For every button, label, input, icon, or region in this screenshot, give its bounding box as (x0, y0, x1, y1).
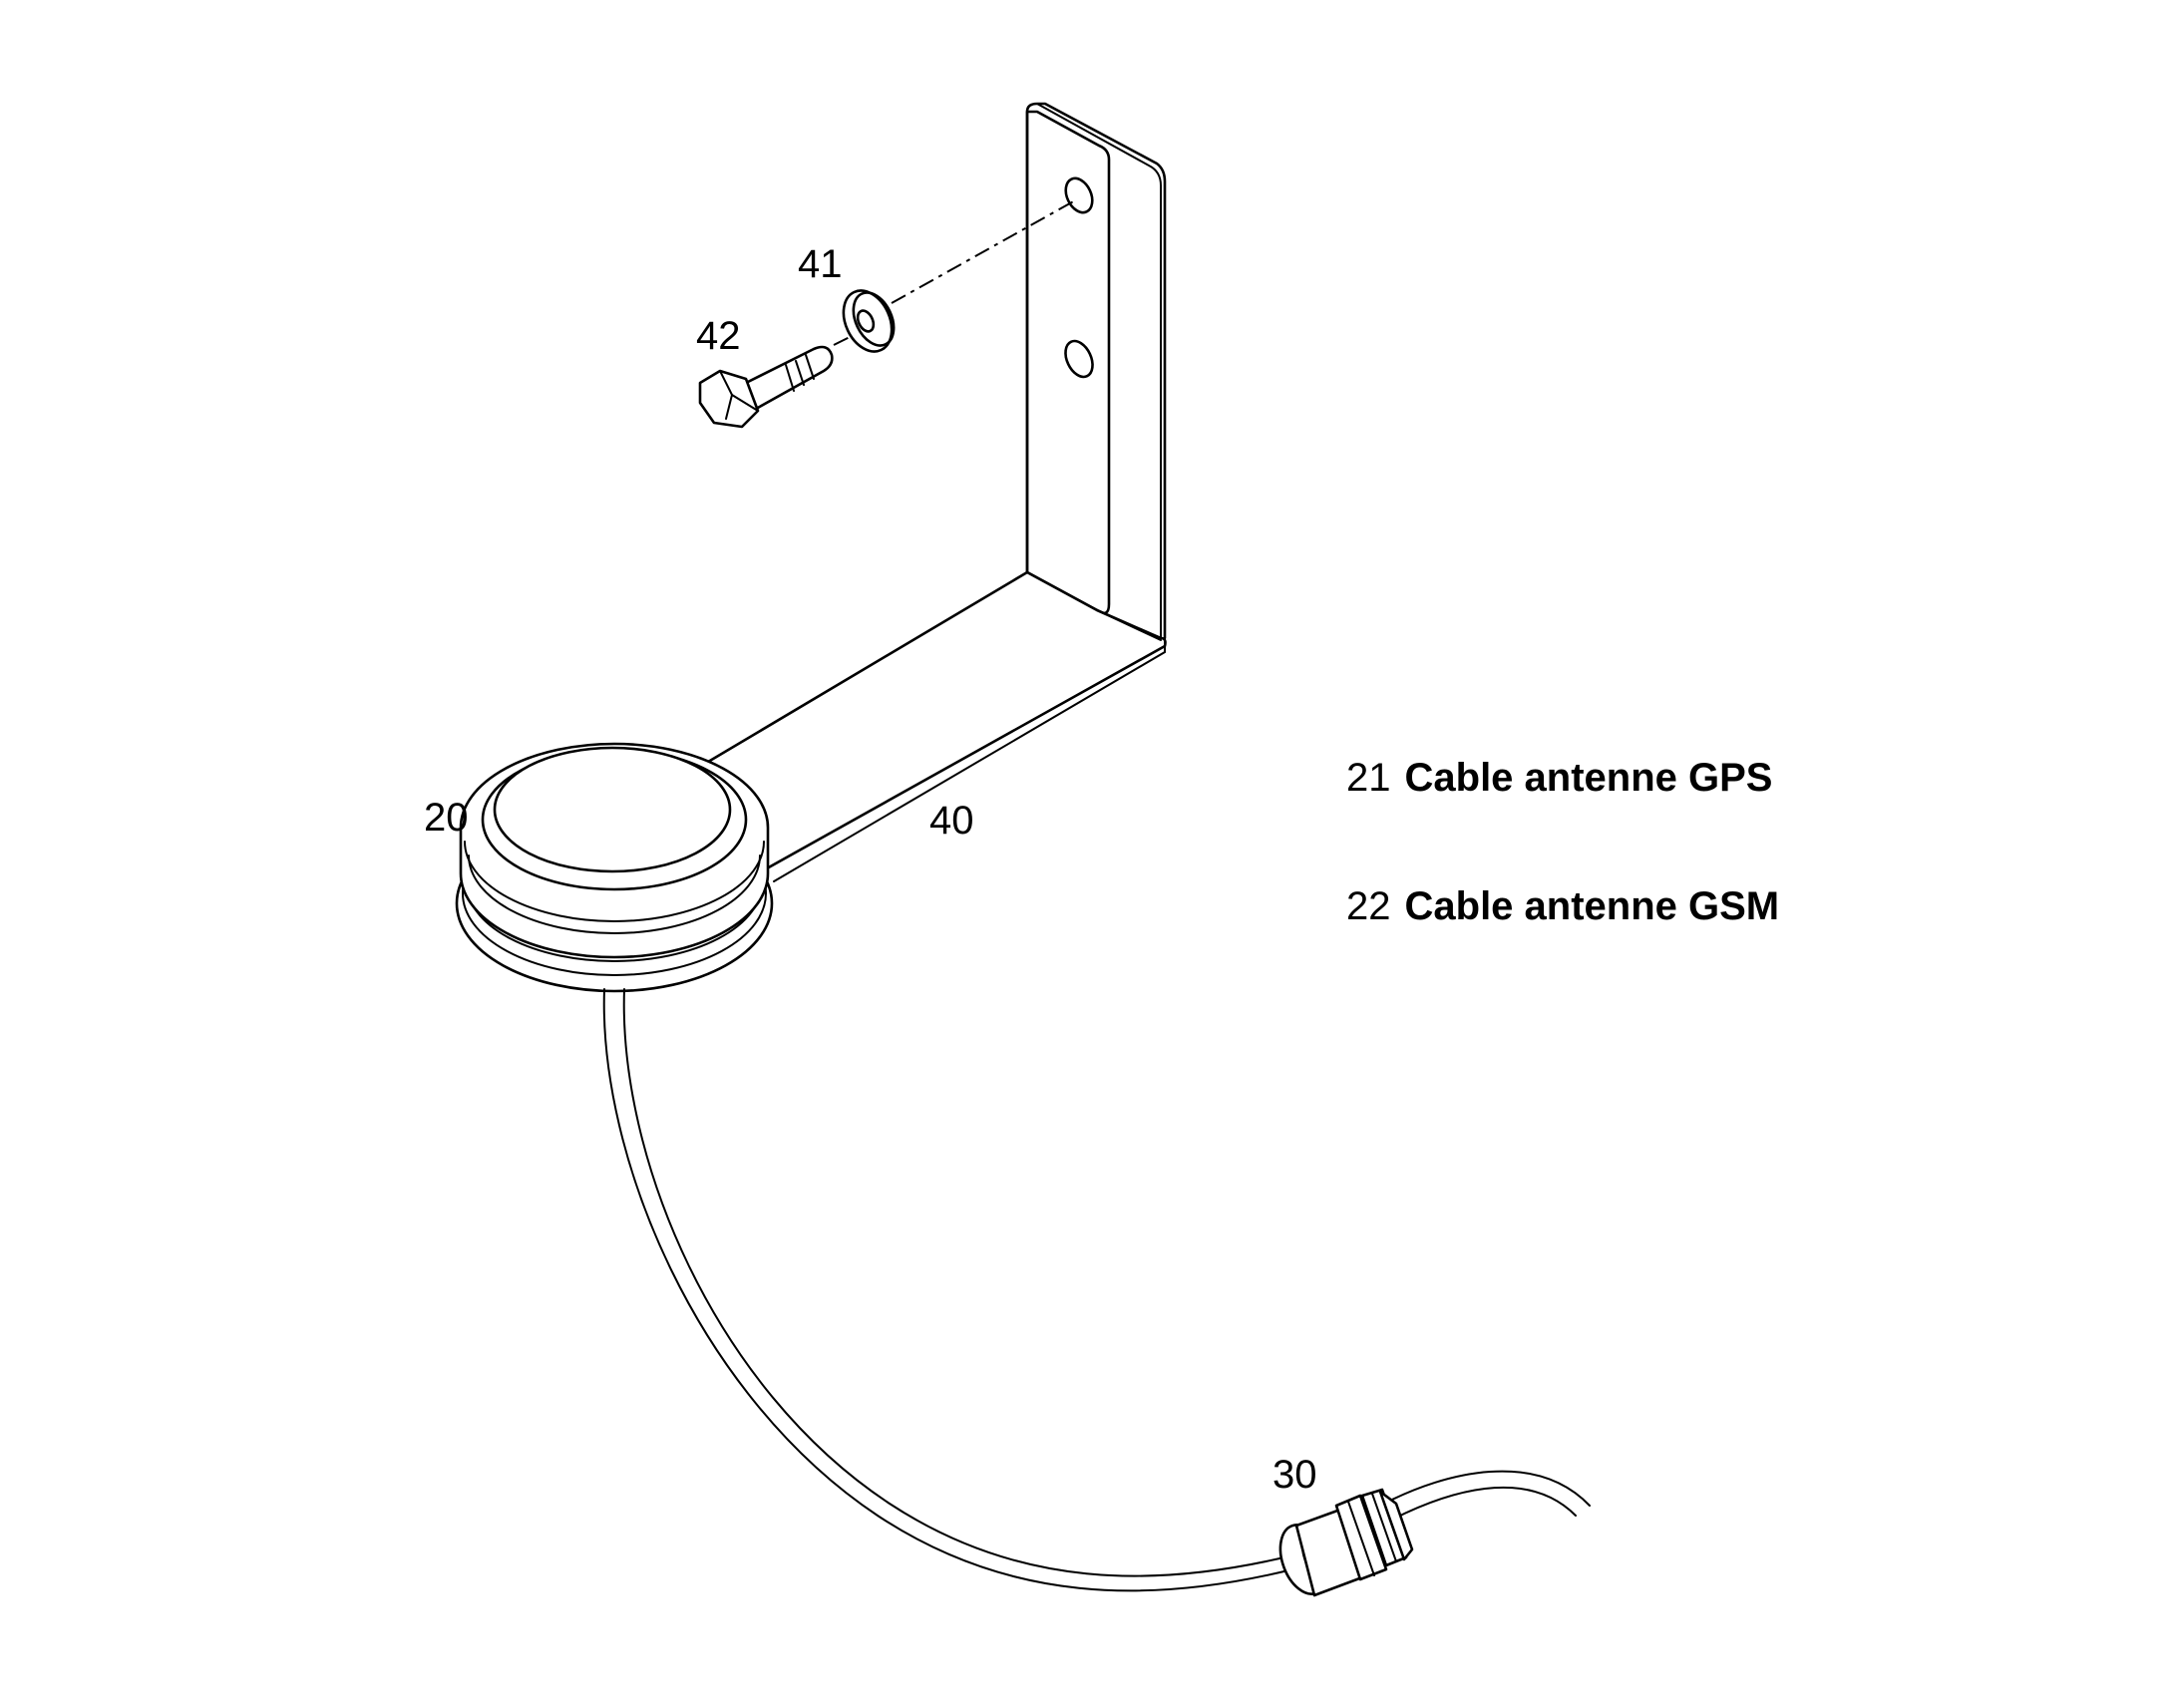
callout-42: 42 (696, 314, 741, 358)
legend-item-gsm-cable: 22 Cable antenne GSM (1346, 882, 1779, 930)
legend-label: Cable antenne GSM (1404, 884, 1780, 928)
antenna-cable (602, 988, 1591, 1592)
callout-40: 40 (929, 799, 974, 843)
callout-41: 41 (798, 242, 843, 286)
mounting-bracket (696, 102, 1167, 882)
hex-bolt (698, 345, 834, 429)
legend-item-gps-cable: 21 Cable antenne GPS (1346, 754, 1772, 802)
gps-antenna (455, 742, 774, 993)
legend-number: 22 (1346, 884, 1391, 928)
assembly-axis (833, 198, 1078, 346)
legend-number: 21 (1346, 756, 1391, 800)
washer (842, 289, 896, 353)
callout-20: 20 (424, 796, 469, 840)
cable-gland (1278, 1488, 1414, 1597)
legend-label: Cable antenne GPS (1404, 756, 1773, 800)
callout-30: 30 (1272, 1453, 1317, 1497)
